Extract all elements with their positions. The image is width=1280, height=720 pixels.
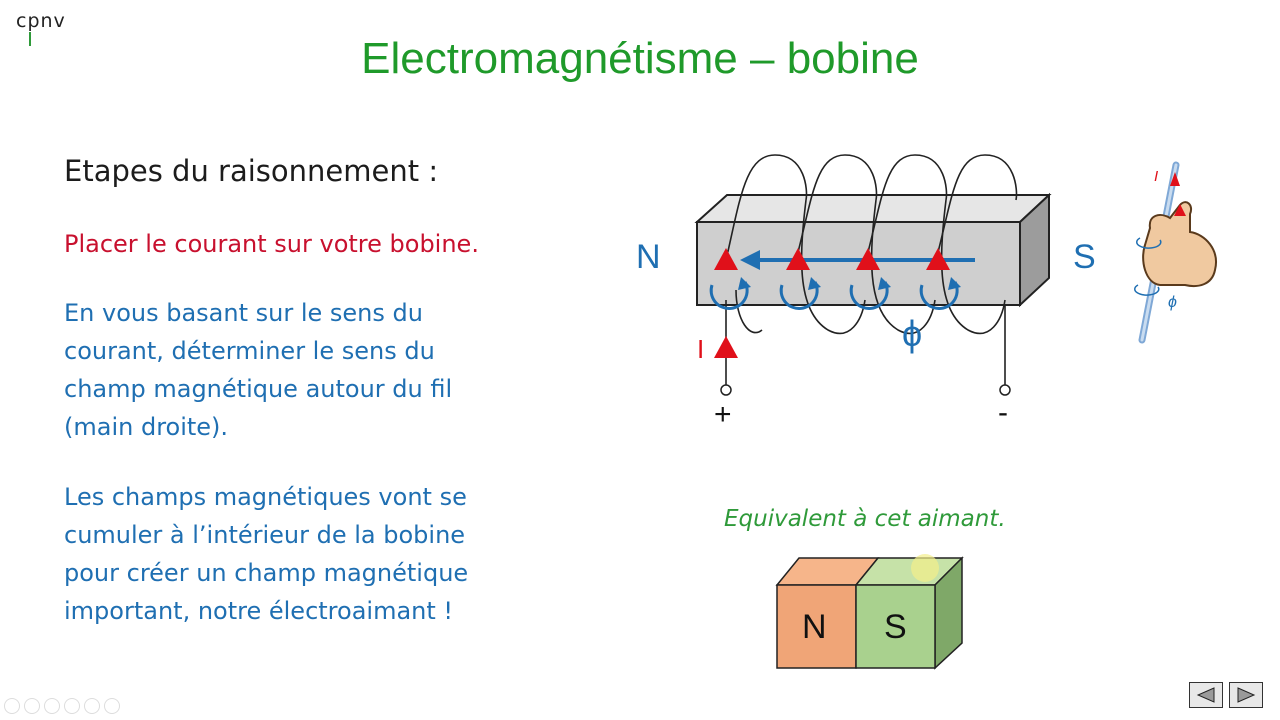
right-hand-rule <box>1134 161 1217 344</box>
step-2-line: courant, déterminer le sens du <box>64 337 435 365</box>
coil-windings <box>725 154 1018 385</box>
step-3-line: pour créer un champ magnétique <box>64 559 469 587</box>
toolbar-next-icon[interactable] <box>24 698 40 714</box>
coil-current-label: I <box>697 334 705 364</box>
bar-magnet <box>775 556 964 670</box>
step-2-text: En vous basant sur le sens du courant, d… <box>64 294 524 446</box>
step-3-text: Les champs magnétiques vont se cumuler à… <box>64 478 534 630</box>
field-arrowheads <box>738 277 961 290</box>
step-2-line: (main droite). <box>64 413 229 441</box>
coil-south-label: S <box>1073 238 1096 276</box>
toolbar-slides-icon[interactable] <box>64 698 80 714</box>
step-3-line: cumuler à l’intérieur de la bobine <box>64 521 466 549</box>
step-3-line: important, notre électroaimant ! <box>64 597 454 625</box>
magnet-caption: Equivalent à cet aimant. <box>724 506 1006 532</box>
toolbar-prev-icon[interactable] <box>4 698 20 714</box>
toolbar-pen-icon[interactable] <box>44 698 60 714</box>
magnet-north-label: N <box>802 608 827 646</box>
coil-core <box>694 192 1052 308</box>
steps-heading: Etapes du raisonnement : <box>64 154 439 188</box>
next-slide-button[interactable] <box>1229 682 1263 708</box>
step-2-line: En vous basant sur le sens du <box>64 299 423 327</box>
plus-label: + <box>714 398 732 431</box>
step-2-line: champ magnétique autour du fil <box>64 375 453 403</box>
hand-current-label: I <box>1154 168 1159 185</box>
minus-terminal <box>999 384 1011 396</box>
triangle-right-icon <box>1237 687 1256 703</box>
triangle-left-icon <box>1196 687 1215 703</box>
step-3-line: Les champs magnétiques vont se <box>64 483 467 511</box>
logo-text: cpnv <box>16 10 66 32</box>
presentation-toolbar <box>4 698 120 714</box>
current-arrows <box>714 248 950 358</box>
cursor-highlight <box>911 554 939 582</box>
toolbar-zoom-icon[interactable] <box>84 698 100 714</box>
slide-title: Electromagnétisme – bobine <box>361 34 919 83</box>
logo-bar <box>29 32 31 46</box>
coil-north-label: N <box>636 238 661 276</box>
logo: cpnv <box>16 10 66 46</box>
hand-flux-label: ϕ <box>1168 294 1177 311</box>
coil-flux-label: ϕ <box>902 313 923 354</box>
field-circles <box>709 281 959 311</box>
toolbar-more-icon[interactable] <box>104 698 120 714</box>
magnet-south-label: S <box>884 608 907 646</box>
previous-slide-button[interactable] <box>1189 682 1223 708</box>
minus-label: - <box>998 396 1008 429</box>
step-1-text: Placer le courant sur votre bobine. <box>64 230 479 258</box>
plus-terminal <box>720 384 732 396</box>
